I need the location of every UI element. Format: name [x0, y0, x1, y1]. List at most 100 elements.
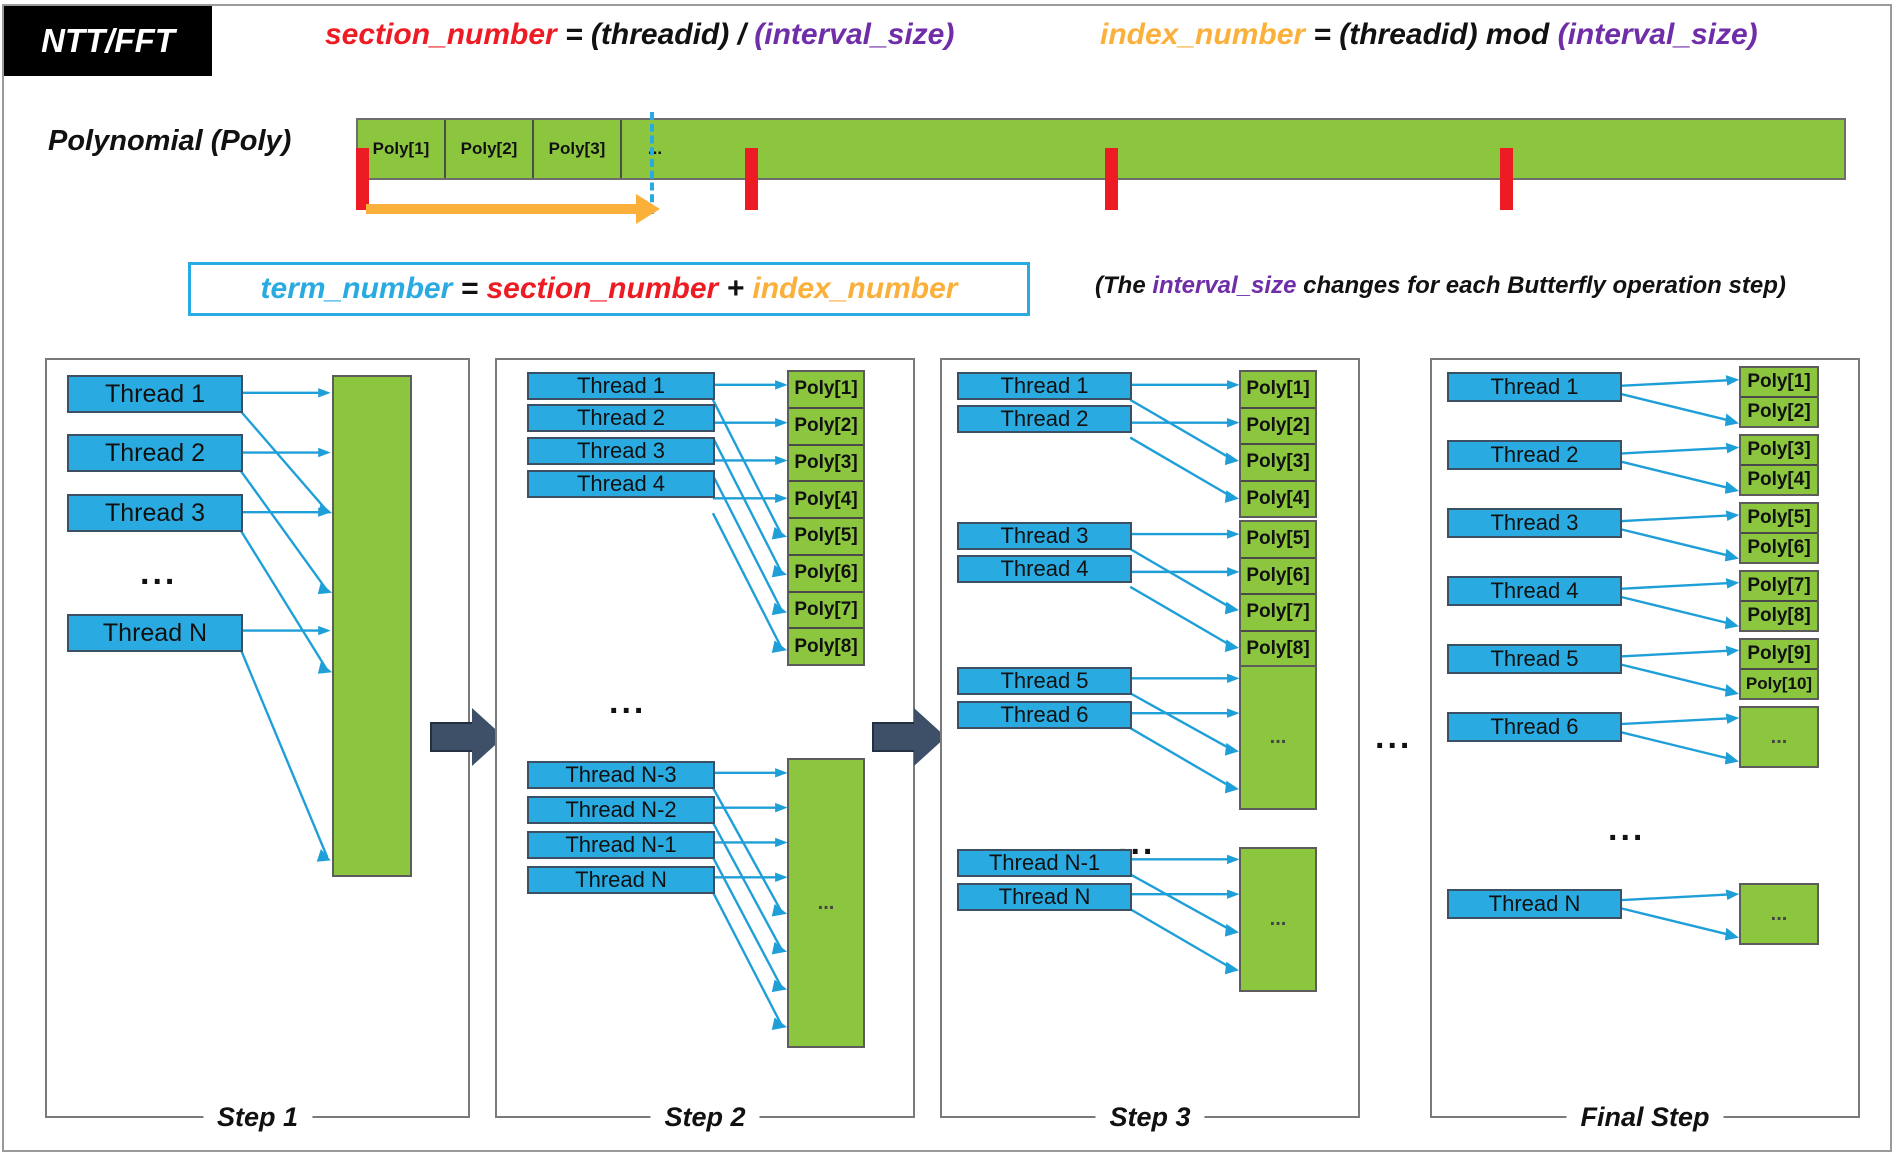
step2-middle-ellipsis: ...: [609, 683, 647, 721]
poly-column-final-4: Poly[7] Poly[8]: [1739, 570, 1819, 632]
interval-marker: [745, 148, 758, 210]
panel-label-step-1: Step 1: [202, 1102, 313, 1133]
poly-cell: Poly[3]: [534, 120, 622, 178]
thread-box[interactable]: Thread 6: [1447, 712, 1622, 742]
thread-box[interactable]: Thread 1: [957, 372, 1132, 400]
poly-cell: Poly[2]: [446, 120, 534, 178]
poly-cell: Poly[6]: [1747, 537, 1811, 558]
poly-region-step2-bottom: ...: [787, 758, 865, 1048]
poly-cell: Poly[2]: [1241, 409, 1315, 445]
poly-cell: Poly[5]: [1241, 522, 1315, 559]
poly-cell: Poly[5]: [789, 519, 863, 556]
final-step-ellipsis: ...: [1608, 810, 1646, 848]
poly-cell: Poly[1]: [1741, 368, 1817, 398]
poly-column-step3-g2: Poly[5] Poly[6] Poly[7] Poly[8]: [1239, 520, 1317, 668]
poly-cell: Poly[7]: [1741, 572, 1817, 602]
panel-label-final-step: Final Step: [1566, 1102, 1724, 1133]
panel-label-step-2: Step 2: [650, 1102, 760, 1133]
thread-box[interactable]: Thread 6: [957, 701, 1132, 729]
poly-cell: Poly[4]: [1246, 487, 1310, 509]
thread-box[interactable]: Thread N: [1447, 889, 1622, 919]
steps-ellipsis: ...: [1375, 718, 1413, 756]
outer-frame: [2, 4, 1892, 1152]
poly-cell: Poly[4]: [789, 482, 863, 519]
poly-cell: Poly[8]: [1747, 605, 1811, 626]
thread-box[interactable]: Thread N: [957, 883, 1132, 911]
thread-box[interactable]: Thread 1: [527, 372, 715, 400]
thread-box[interactable]: Thread 5: [957, 667, 1132, 695]
thread-box[interactable]: Thread 3: [67, 494, 243, 532]
poly-column-final-1: Poly[1] Poly[2]: [1739, 366, 1819, 428]
poly-region: [332, 375, 412, 877]
thread-box[interactable]: Thread 2: [67, 434, 243, 472]
thread-box[interactable]: Thread 2: [1447, 440, 1622, 470]
poly-column-final-2: Poly[3] Poly[4]: [1739, 434, 1819, 496]
panel-step-2: Thread 1 Thread 2 Thread 3 Thread 4 Poly…: [495, 358, 915, 1133]
poly-column-step2-top: Poly[1] Poly[2] Poly[3] Poly[4] Poly[5] …: [787, 370, 865, 666]
panel-label-step-3: Step 3: [1095, 1102, 1205, 1133]
poly-cell-ellipsis: ...: [647, 139, 663, 158]
flow-arrow-2-to-3: [872, 708, 946, 766]
panel-final-step: Thread 1 Poly[1] Poly[2] Thread 2 Poly[3…: [1430, 358, 1860, 1133]
thread-box[interactable]: Thread 1: [67, 375, 243, 413]
term-number-formula: term_number = section_number + index_num…: [260, 272, 958, 305]
thread-box[interactable]: Thread 4: [1447, 576, 1622, 606]
panel-step-3: Thread 1 Thread 2 Poly[1] Poly[2] Poly[3…: [940, 358, 1360, 1133]
poly-cell: Poly[1]: [1241, 372, 1315, 409]
poly-cell: Poly[7]: [1241, 595, 1315, 632]
thread-box[interactable]: Thread N-1: [957, 849, 1132, 877]
poly-cell: Poly[6]: [789, 556, 863, 593]
panel-step-1: Thread 1 Thread 2 Thread 3 ... Thread N …: [45, 358, 470, 1133]
thread-box[interactable]: Thread N-2: [527, 796, 715, 824]
poly-cell: Poly[4]: [1747, 469, 1811, 490]
thread-box[interactable]: Thread N-3: [527, 761, 715, 789]
poly-column-final-5: Poly[9] Poly[10]: [1739, 638, 1819, 700]
poly-cell: Poly[6]: [1241, 559, 1315, 595]
ntt-fft-logo: NTT/FFT: [4, 6, 212, 76]
poly-cell: Poly[3]: [1741, 436, 1817, 466]
interval-marker: [1500, 148, 1513, 210]
poly-cell: Poly[8]: [794, 635, 858, 657]
thread-box[interactable]: Thread 3: [957, 522, 1132, 550]
poly-cell: Poly[3]: [1241, 445, 1315, 482]
interval-boundary-dashed-line: [650, 112, 654, 214]
poly-region-step3-g4: ...: [1239, 847, 1317, 992]
poly-region-final-n: ...: [1739, 883, 1819, 945]
poly-cell: Poly[5]: [1741, 504, 1817, 534]
thread-box[interactable]: Thread 3: [527, 437, 715, 465]
interval-size-note: (The interval_size changes for each Butt…: [1095, 272, 1786, 299]
polynomial-bar: Poly[1] Poly[2] Poly[3] ...: [356, 118, 1846, 180]
thread-box[interactable]: Thread 4: [527, 470, 715, 498]
poly-cell: Poly[2]: [1747, 401, 1811, 422]
term-number-formula-box: term_number = section_number + index_num…: [188, 262, 1030, 316]
threads-ellipsis: ...: [140, 554, 178, 592]
poly-cell: Poly[1]: [789, 372, 863, 409]
poly-cell: Poly[3]: [789, 446, 863, 483]
poly-cell: Poly[7]: [789, 593, 863, 630]
interval-size-arrow: [366, 194, 660, 224]
poly-column-step3-g1: Poly[1] Poly[2] Poly[3] Poly[4]: [1239, 370, 1317, 518]
thread-box[interactable]: Thread 2: [957, 405, 1132, 433]
formula-section-number: section_number = (threadid) / (interval_…: [325, 18, 955, 51]
thread-box[interactable]: Thread N-1: [527, 831, 715, 859]
poly-cell: Poly[8]: [1246, 637, 1310, 659]
interval-marker: [1105, 148, 1118, 210]
poly-cell: Poly[9]: [1741, 640, 1817, 670]
logo-text: NTT/FFT: [41, 22, 175, 59]
formula-index-number: index_number = (threadid) mod (interval_…: [1100, 18, 1758, 51]
flow-arrow-1-to-2: [430, 708, 504, 766]
poly-column-final-3: Poly[5] Poly[6]: [1739, 502, 1819, 564]
poly-cell: Poly[1]: [358, 120, 446, 178]
poly-region-final-6: ...: [1739, 706, 1819, 768]
thread-box[interactable]: Thread 2: [527, 404, 715, 432]
thread-box[interactable]: Thread 4: [957, 555, 1132, 583]
poly-cell: Poly[2]: [789, 409, 863, 446]
thread-box[interactable]: Thread N: [67, 614, 243, 652]
thread-box[interactable]: Thread 1: [1447, 372, 1622, 402]
thread-box[interactable]: Thread N: [527, 866, 715, 894]
thread-box[interactable]: Thread 5: [1447, 644, 1622, 674]
interval-marker: [356, 148, 369, 210]
thread-box[interactable]: Thread 3: [1447, 508, 1622, 538]
poly-cell: Poly[10]: [1745, 674, 1813, 693]
